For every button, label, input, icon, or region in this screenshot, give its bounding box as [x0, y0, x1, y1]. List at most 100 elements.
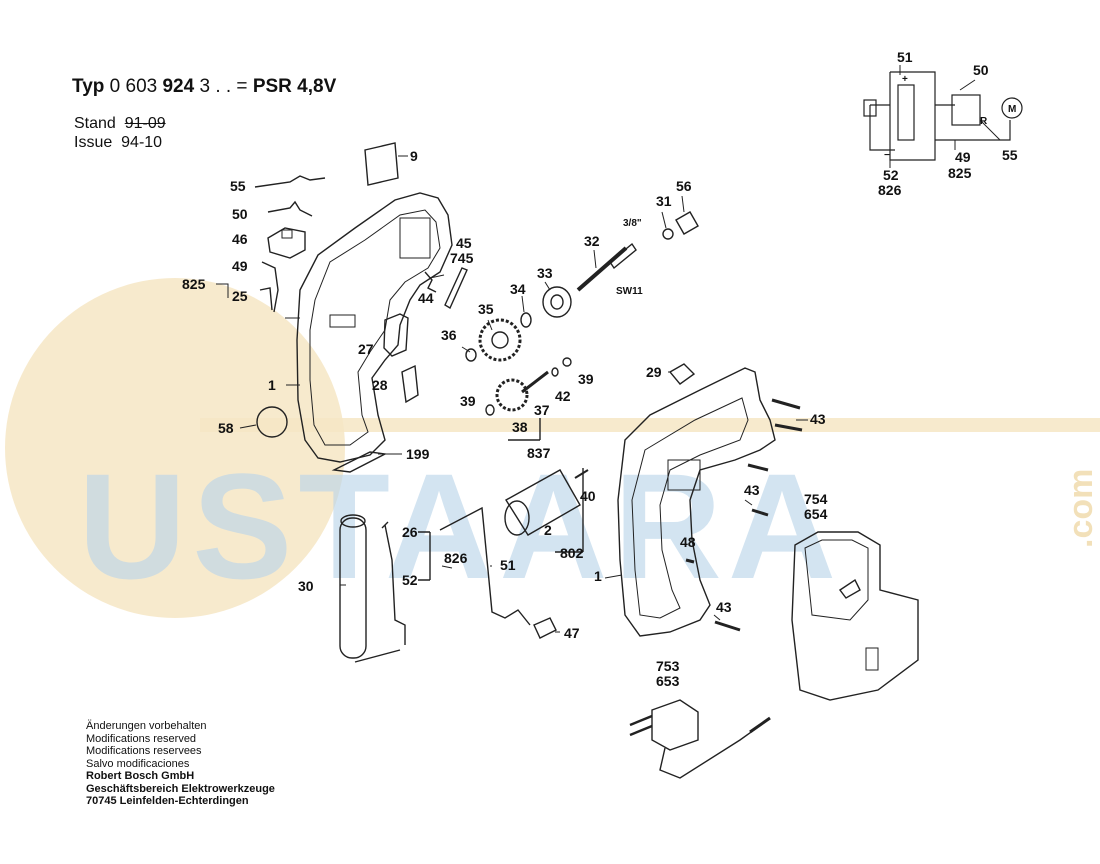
part-label-25: 25 — [232, 288, 248, 304]
schematic-r-label: R — [980, 116, 988, 127]
footer-line: Modifications reserved — [86, 732, 197, 745]
bracket-802 — [555, 468, 584, 553]
wire-51 — [439, 506, 531, 626]
bracket-826 — [418, 531, 431, 581]
company-line: Robert Bosch GmbH — [86, 770, 195, 782]
part-label-46: 46 — [232, 231, 248, 247]
part-label-43-top: 43 — [810, 411, 826, 427]
part-label-29: 29 — [646, 364, 662, 380]
right-housing-inner — [631, 397, 749, 619]
right-housing-half — [617, 367, 776, 637]
watermark-text: USTAARA — [78, 442, 842, 610]
part-label-48: 48 — [680, 534, 696, 550]
footer-line: Salvo modificaciones — [86, 757, 190, 770]
battery-top — [340, 514, 366, 528]
typ-prefix: Typ — [72, 76, 105, 97]
pin-48 — [685, 558, 695, 564]
part-label-40: 40 — [580, 488, 596, 504]
switch-block-46 — [267, 227, 306, 259]
schematic-switch — [863, 99, 877, 117]
motor-40 — [505, 469, 581, 536]
part-label-52: 52 — [402, 572, 418, 588]
schematic-label-826: 826 — [878, 182, 902, 198]
charger-connector — [749, 716, 771, 734]
part-label-1-right: 1 — [594, 568, 602, 584]
schematic-minus: − — [884, 150, 890, 161]
part-label-43-bottom: 43 — [716, 599, 732, 615]
contact-wire-52 — [384, 524, 406, 645]
schematic-frame — [889, 71, 936, 161]
gear-37 — [495, 378, 529, 412]
charger-slot — [865, 647, 879, 671]
part-label-653: 653 — [656, 673, 680, 689]
part-label-26: 26 — [402, 524, 418, 540]
footer-line: Modifications reservees — [86, 745, 202, 757]
part-label-9: 9 — [410, 148, 418, 164]
schematic-motor — [1001, 97, 1023, 119]
part-label-37: 37 — [534, 402, 550, 418]
part-label-1: 1 — [268, 377, 276, 393]
part-label-33: 33 — [537, 265, 553, 281]
washer-31 — [662, 228, 674, 240]
part-label-802: 802 — [560, 545, 584, 561]
washer-39 — [485, 404, 495, 416]
part-label-36: 36 — [441, 327, 457, 343]
plug-prongs — [629, 714, 653, 737]
stand-value: 91-09 — [124, 115, 166, 132]
part-label-825: 825 — [182, 276, 206, 292]
part-label-753: 753 — [656, 658, 680, 674]
footer-notice: Änderungen vorbehalten Modifications res… — [86, 720, 275, 808]
spindle-thread — [609, 242, 637, 270]
screw-43-bottom — [714, 620, 741, 632]
left-housing-half — [296, 192, 453, 463]
part-label-45: 45 — [456, 235, 472, 251]
part-label-sw11: SW11 — [616, 286, 643, 297]
battery-30 — [339, 517, 367, 659]
model-name: PSR 4,8V — [252, 76, 337, 97]
part-label-34: 34 — [510, 281, 526, 297]
bearing-33 — [542, 286, 572, 318]
typ-number-b: 924 — [162, 76, 195, 97]
part-label-49: 49 — [232, 258, 248, 274]
leader-lines — [216, 65, 1001, 633]
part-label-837: 837 — [527, 445, 551, 461]
schematic-label-825: 825 — [948, 165, 972, 181]
revision-block: Stand 91-09 Issue 94-10 — [74, 114, 166, 152]
company-line: 70745 Leinfelden-Echterdingen — [86, 795, 249, 807]
schematic-relay — [951, 94, 981, 126]
schematic-label-51: 51 — [897, 49, 913, 65]
washer-39b — [562, 357, 572, 367]
schematic-motor-label: M — [1008, 104, 1016, 115]
part-label-44: 44 — [418, 290, 434, 306]
schematic-battery — [897, 84, 915, 141]
schematic-plus: + — [902, 74, 908, 85]
spring-55 — [254, 175, 326, 188]
typ-number-c: 3 . . = — [199, 76, 248, 97]
gear-35 — [478, 318, 522, 362]
part-label-39-left: 39 — [460, 393, 476, 409]
watermark-suffix: .com — [1062, 469, 1100, 548]
schematic-label-52: 52 — [883, 167, 899, 183]
footer-line: Änderungen vorbehalten — [86, 720, 207, 732]
pin-45 — [444, 267, 468, 310]
part-label-55: 55 — [230, 178, 246, 194]
washer-42 — [551, 367, 559, 377]
switch-27 — [383, 313, 409, 357]
gear-35-hub — [491, 331, 509, 349]
part-label-754: 754 — [804, 491, 828, 507]
stand-label: Stand — [74, 115, 116, 132]
part-label-745: 745 — [450, 250, 474, 266]
part-label-199: 199 — [406, 446, 430, 462]
part-label-39-right: 39 — [578, 371, 594, 387]
part-label-2: 2 — [544, 522, 552, 538]
schematic-label-49: 49 — [955, 149, 971, 165]
screws-43-top — [771, 398, 803, 432]
part-label-58: 58 — [218, 420, 234, 436]
part-label-35: 35 — [478, 301, 494, 317]
chuck-nut-56 — [675, 211, 699, 235]
housing-switch-window — [667, 459, 701, 491]
bearing-33-bore — [550, 294, 564, 310]
clip-44 — [424, 271, 437, 293]
